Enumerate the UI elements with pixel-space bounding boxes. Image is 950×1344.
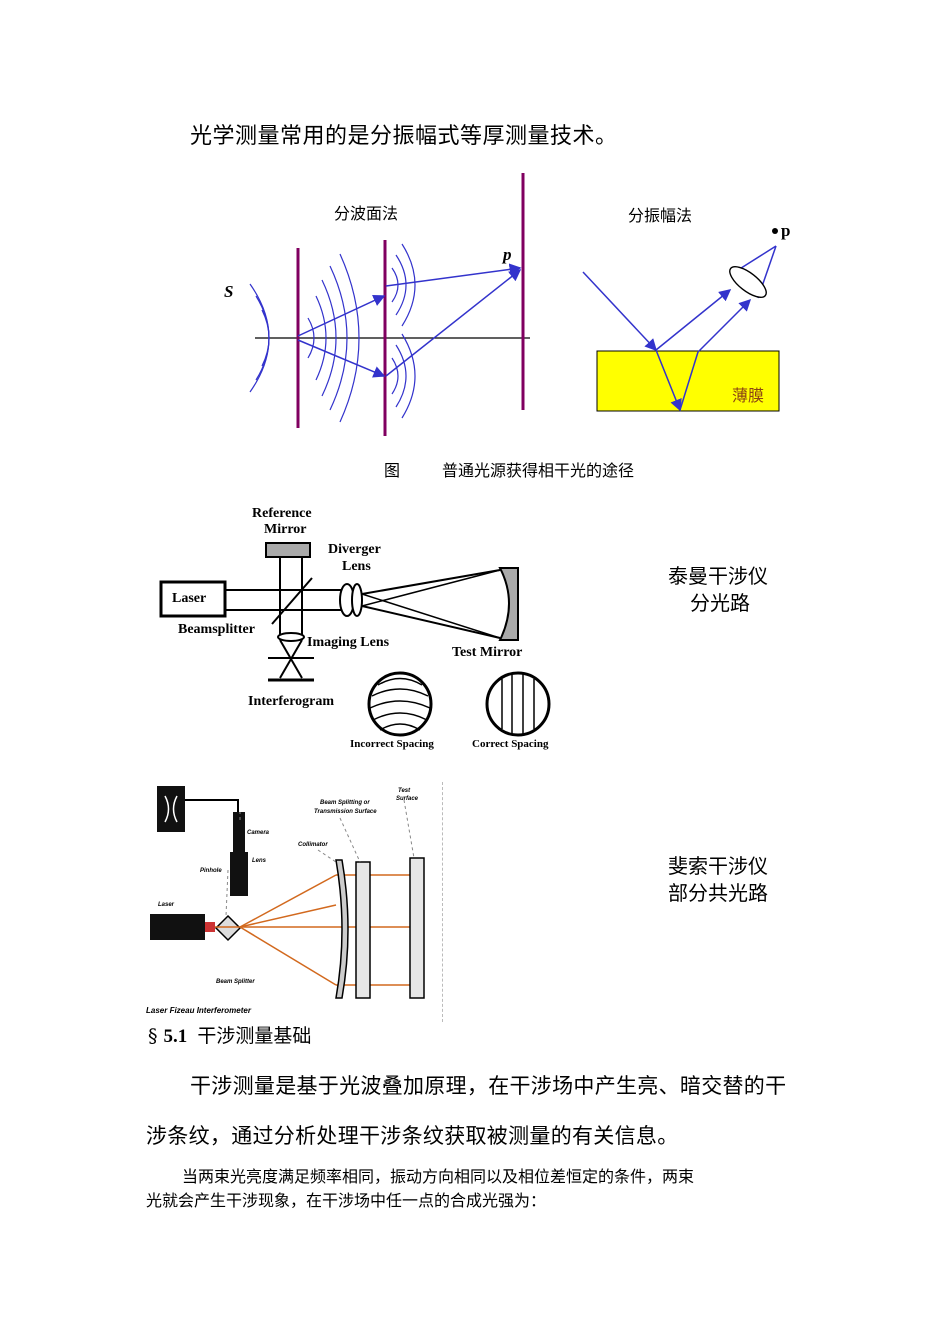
label-lens: Lens — [342, 559, 371, 574]
label-diverger: Diverger — [328, 542, 381, 557]
figure-twyman-green: Reference Mirror Diverger Lens Laser Bea… — [150, 500, 580, 760]
fz-label-test-1: Test — [398, 788, 411, 794]
correct-spacing-circle — [485, 671, 551, 737]
camera-lens-body — [230, 852, 248, 896]
fz-label-camera: Camera — [247, 830, 270, 836]
transmission-flat — [355, 861, 371, 999]
section-heading: § 5.1 干涉测量基础 — [148, 1021, 311, 1048]
left-title: 分波面法 — [334, 204, 399, 223]
fz-label-test-2: Surface — [396, 796, 419, 802]
section-title: 干涉测量基础 — [197, 1025, 312, 1047]
para1-line2: 涉条纹，通过分析处理干涉条纹获取被测量的有关信息。 — [146, 1124, 679, 1148]
fz-label-pinhole: Pinhole — [200, 868, 222, 874]
film-label: 薄膜 — [732, 386, 765, 405]
label-incorrect-spacing: Incorrect Spacing — [350, 738, 434, 750]
incorrect-spacing-circle — [367, 671, 433, 737]
fizeau-diagram — [150, 786, 425, 999]
fz-label-laser: Laser — [158, 902, 175, 908]
fz-label-title: Laser Fizeau Interferometer — [146, 1006, 251, 1015]
label-s: S — [224, 282, 234, 301]
fz-label-beam-splitter: Beam Splitter — [216, 979, 255, 985]
collimator — [335, 859, 349, 999]
label-interferogram: Interferogram — [248, 694, 335, 709]
right-title: 分振幅法 — [628, 206, 693, 225]
twyman-side-label-1: 泰曼干涉仪 — [668, 564, 768, 588]
figure-coherent-light: 分波面法 分振幅法 S p p 薄膜 — [210, 165, 810, 455]
film-box — [596, 350, 780, 412]
label-laser: Laser — [172, 591, 207, 606]
intro-line: 光学测量常用的是分振幅式等厚测量技术。 — [190, 124, 618, 149]
label-imaging-lens: Imaging Lens — [307, 635, 390, 650]
figure-caption-prefix: 图 — [384, 461, 401, 480]
label-correct-spacing: Correct Spacing — [472, 738, 549, 750]
fz-label-beam-splitting-2: Transmission Surface — [314, 809, 377, 815]
figure-caption: 普通光源获得相干光的途径 — [442, 461, 635, 480]
point-p-dot — [772, 228, 778, 234]
label-p-left: p — [503, 245, 512, 264]
para2-line2: 光就会产生干涉现象，在干涉场中任一点的合成光强为： — [146, 1191, 547, 1210]
fz-label-collimator: Collimator — [298, 842, 328, 848]
label-p-right: p — [781, 221, 791, 240]
fizeau-side-label-2: 部分共光路 — [668, 881, 768, 905]
para2-line1: 当两束光亮度满足频率相同，振动方向相同以及相位差恒定的条件，两束 — [182, 1167, 695, 1186]
coherent-light-diagram — [249, 173, 780, 436]
section-number: 5.1 — [163, 1026, 188, 1047]
laser-body — [150, 914, 205, 940]
fizeau-side-label-1: 斐索干涉仪 — [668, 854, 768, 878]
lens-shape — [729, 266, 767, 298]
fz-label-beam-splitting-1: Beam Splitting or — [320, 800, 370, 806]
laser-box — [159, 580, 227, 618]
monitor — [157, 786, 185, 832]
wavefronts-source — [249, 283, 270, 393]
label-reference: Reference — [252, 506, 312, 521]
label-mirror: Mirror — [264, 522, 307, 537]
wavefronts-slit1 — [307, 253, 360, 423]
reference-mirror — [265, 542, 311, 558]
beamsplitter — [271, 577, 313, 625]
label-beamsplitter: Beamsplitter — [178, 622, 255, 637]
section-symbol: § — [148, 1025, 158, 1047]
fz-label-lens: Lens — [252, 858, 267, 864]
para1-line1: 干涉测量是基于光波叠加原理，在干涉场中产生亮、暗交替的干 — [190, 1074, 787, 1098]
twyman-side-label-2: 分光路 — [690, 591, 750, 615]
test-mirror — [498, 567, 519, 641]
camera — [233, 812, 245, 852]
label-test-mirror: Test Mirror — [452, 645, 523, 660]
twyman-green-diagram — [159, 542, 551, 737]
figure-fizeau: Camera Lens Pinhole Laser Beam Splitter … — [142, 782, 443, 1022]
test-surface — [409, 857, 425, 999]
wavefronts-slit2-lower — [391, 333, 416, 419]
